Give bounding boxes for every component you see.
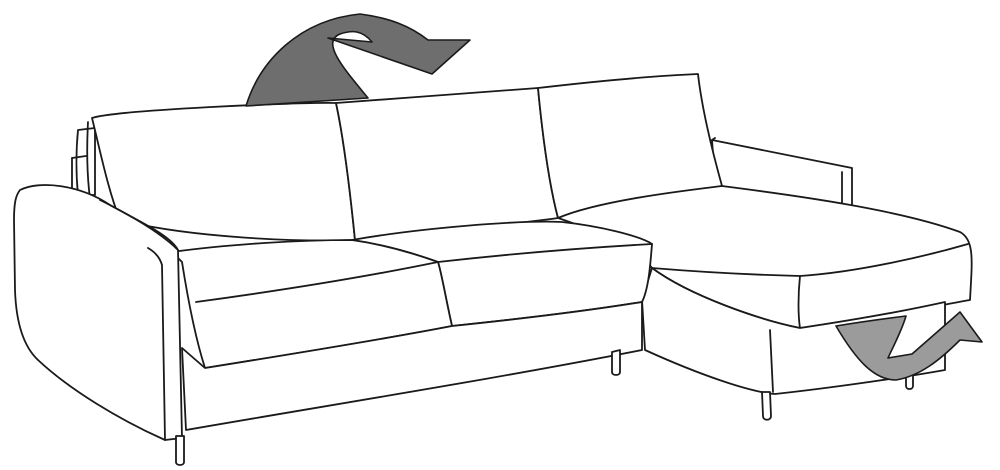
back-cushion-middle <box>336 88 558 240</box>
sofa-back-frame <box>72 128 95 195</box>
curved-arrow-icon <box>246 14 470 106</box>
